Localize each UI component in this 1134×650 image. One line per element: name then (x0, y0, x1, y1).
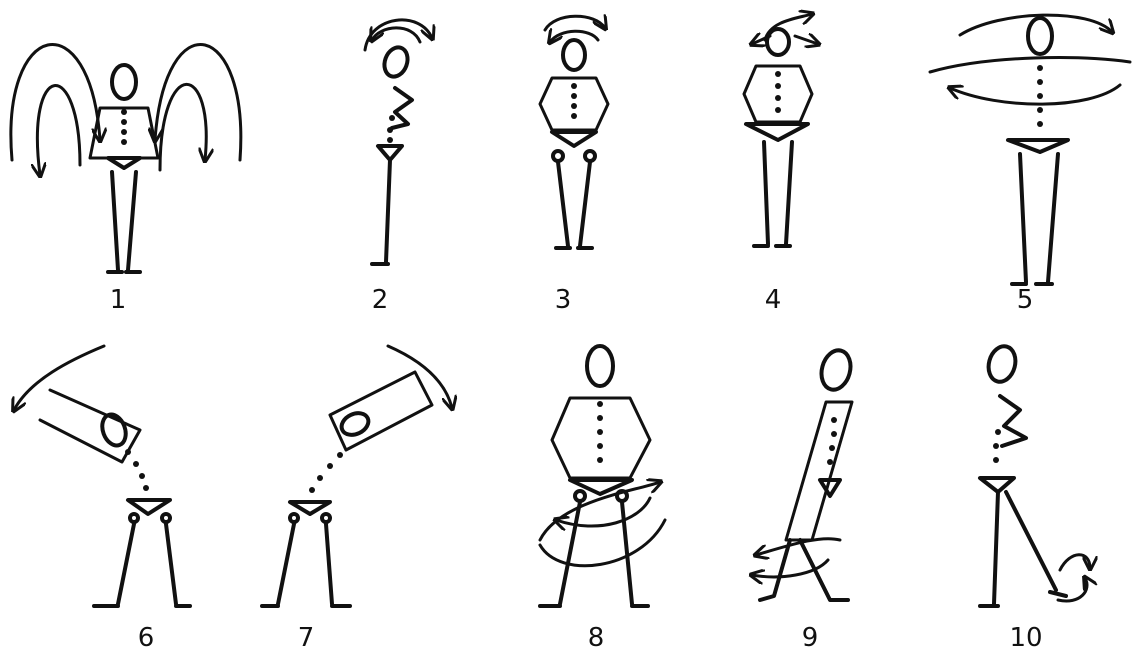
figure-7: 7 (262, 346, 452, 650)
stick-figure-icon (760, 347, 855, 600)
figure-8: 8 (540, 346, 665, 650)
figure-label-6: 6 (138, 623, 155, 650)
stick-figure-icon (372, 44, 412, 264)
figure-10: 10 (980, 343, 1090, 650)
stick-figure-icon (90, 65, 158, 272)
figure-label-9: 9 (802, 623, 819, 650)
figure-2: 2 (365, 20, 432, 315)
figure-label-5: 5 (1017, 285, 1034, 315)
stick-figure-icon (980, 343, 1066, 606)
figure-label-4: 4 (765, 285, 782, 315)
stick-figure-icon (262, 372, 432, 606)
figure-label-3: 3 (555, 285, 572, 315)
figure-1: 1 (11, 44, 241, 315)
stick-figure-icon (540, 346, 650, 606)
stick-figure-icon (40, 390, 190, 606)
figure-label-2: 2 (372, 285, 389, 315)
figure-label-8: 8 (588, 623, 605, 650)
figure-3: 3 (540, 16, 608, 315)
figure-5: 5 (930, 15, 1130, 315)
side-bend-arrow-icon (388, 346, 452, 408)
head-tilt-arrows-icon (752, 14, 818, 44)
stick-figure-icon (744, 29, 812, 246)
figure-label-7: 7 (298, 623, 315, 650)
figure-label-10: 10 (1009, 623, 1042, 650)
stick-figure-icon (540, 40, 608, 248)
figure-4: 4 (744, 14, 818, 315)
figure-9: 9 (752, 347, 855, 650)
side-bend-arrow-icon (14, 346, 104, 410)
figure-label-1: 1 (110, 285, 127, 315)
figure-6: 6 (14, 346, 190, 650)
knee-rotation-arrows-icon (752, 539, 840, 577)
